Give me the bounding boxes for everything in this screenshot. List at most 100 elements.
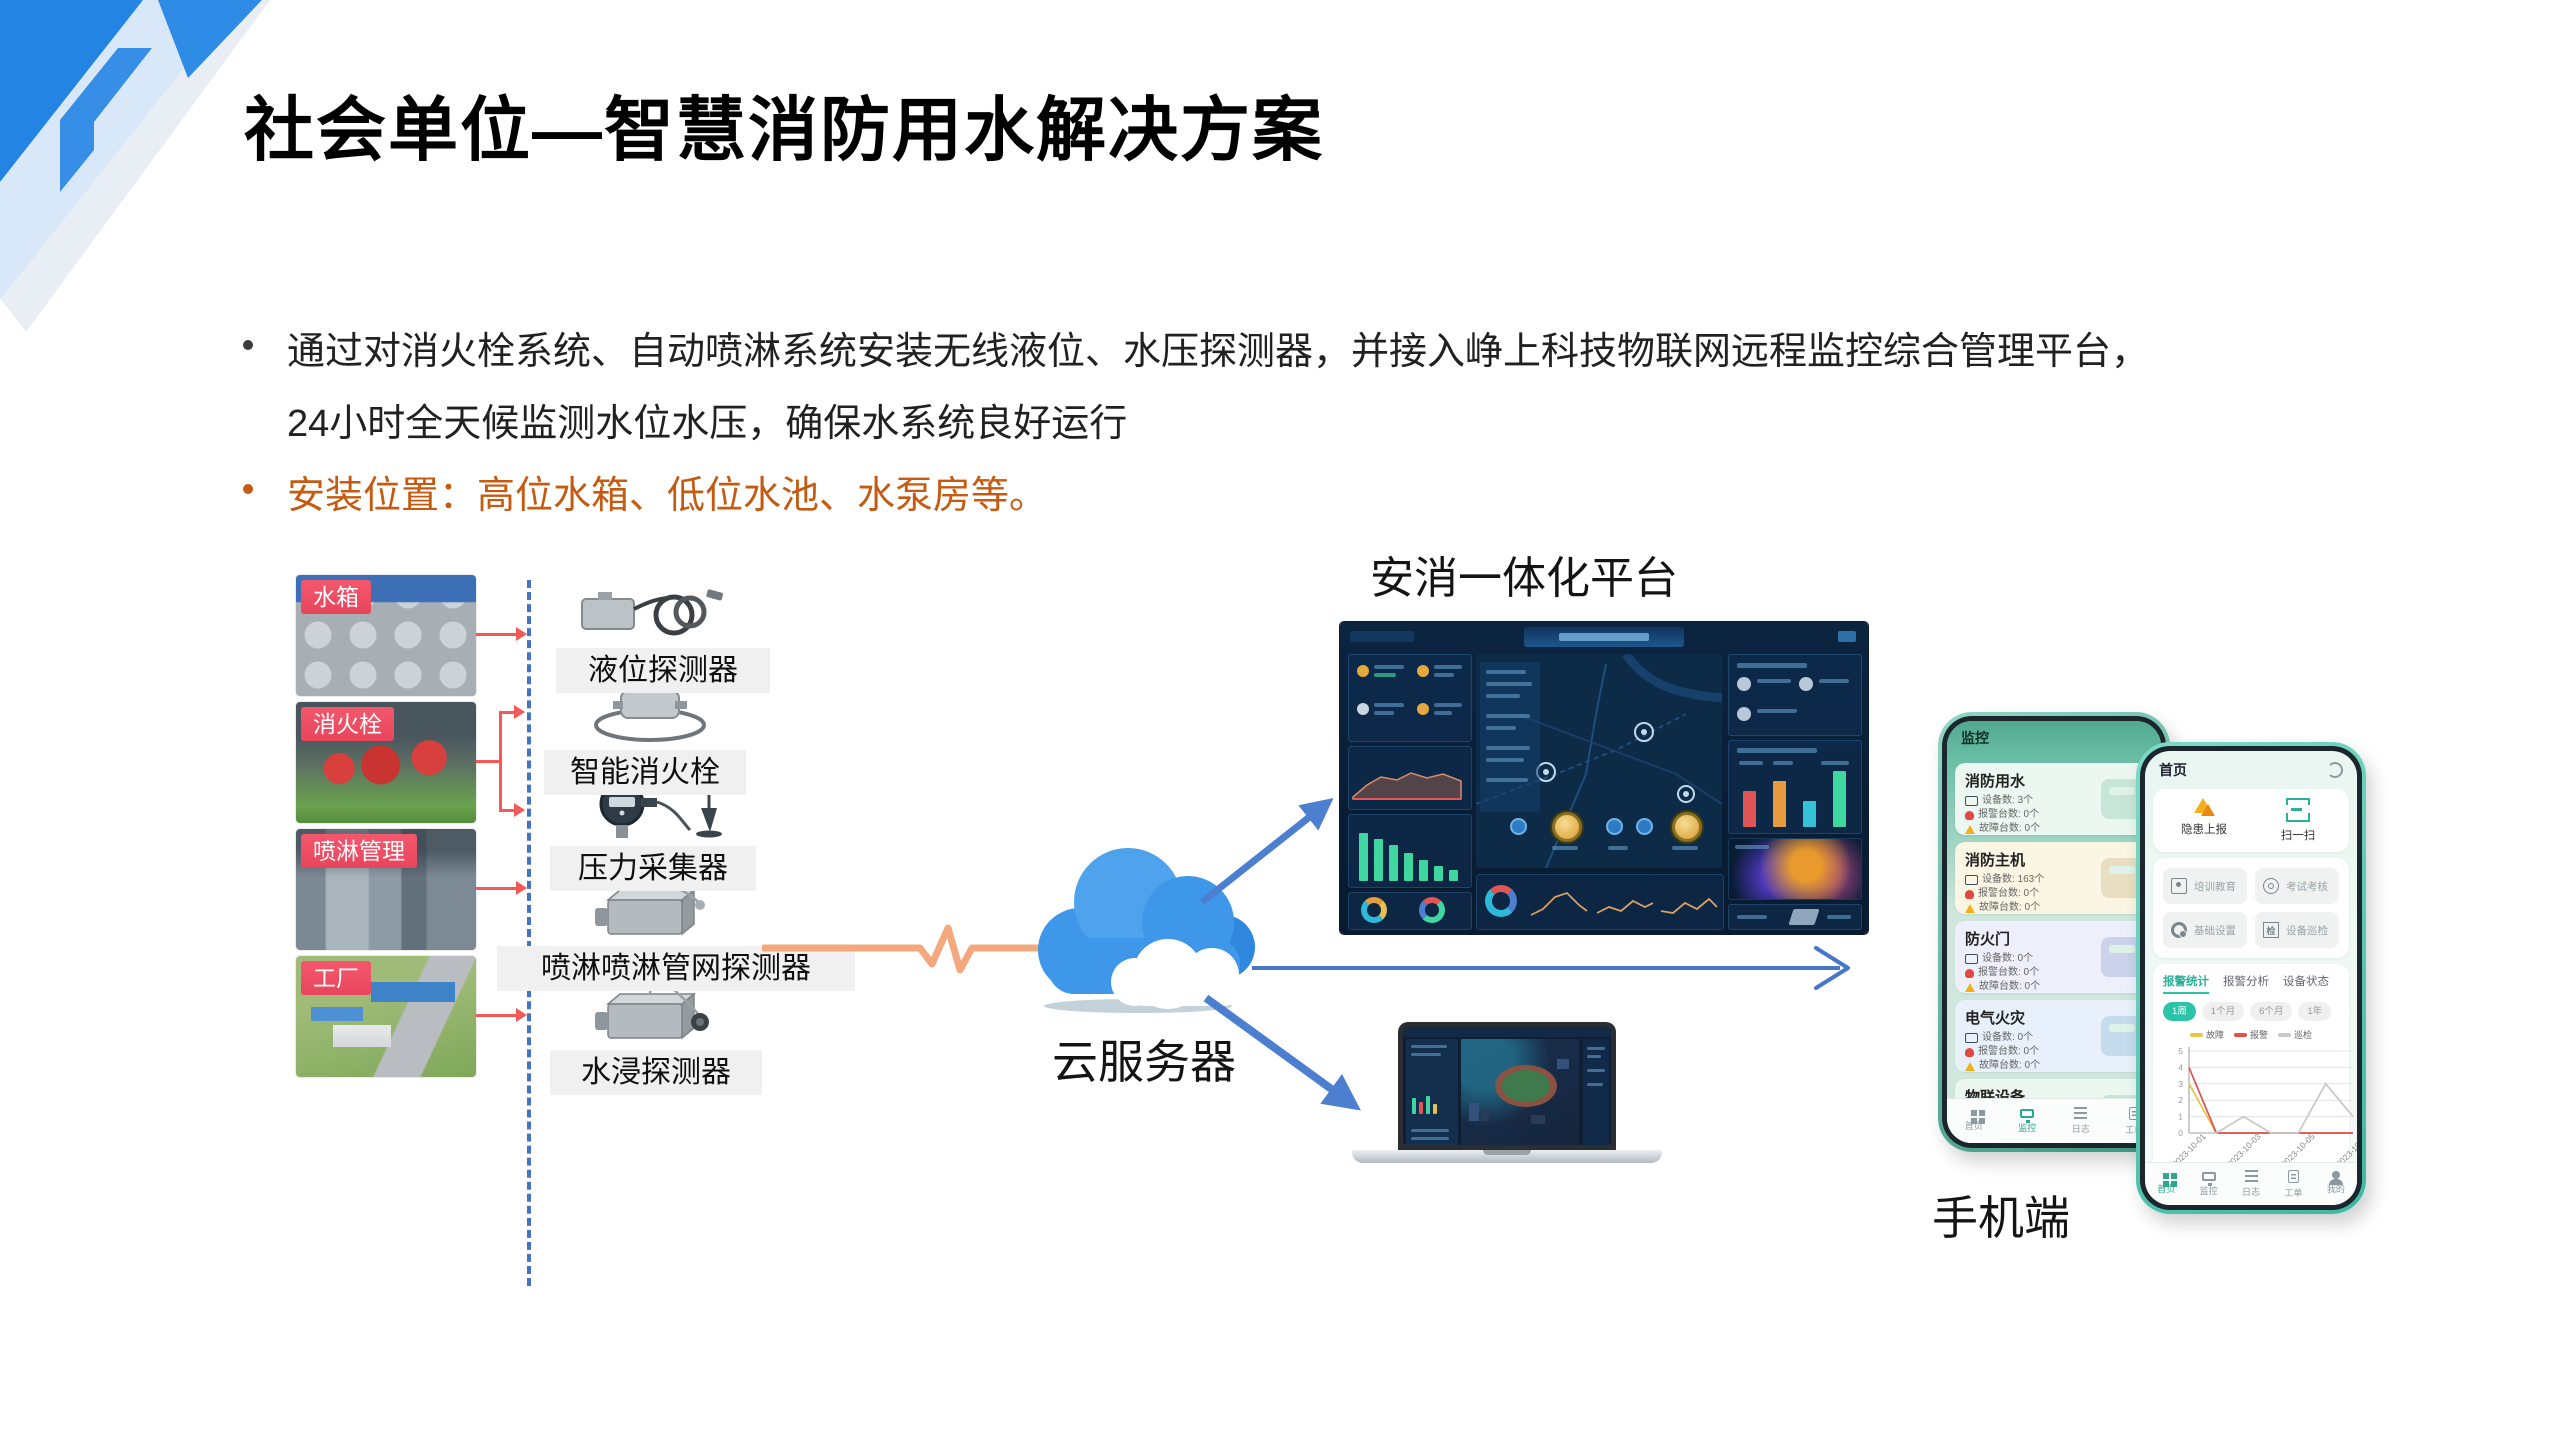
connector-arrowhead xyxy=(514,803,525,817)
card-stat: 故障台数: 0个 xyxy=(1979,902,2041,913)
pill-6-month[interactable]: 6个月 xyxy=(2250,1002,2293,1021)
device-count-icon xyxy=(1965,954,1978,964)
card-stat: 故障台数: 0个 xyxy=(1979,1060,2041,1071)
bullet-2: 安装位置：高位水箱、低位水池、水泵房等。 xyxy=(287,475,1048,517)
card-stat: 设备数: 0个 xyxy=(1982,953,2034,964)
home-grid-icon xyxy=(1970,1110,1977,1116)
hazard-icon xyxy=(2192,798,2216,816)
fault-warning-icon xyxy=(1965,982,1975,992)
map-marker xyxy=(1606,818,1623,835)
person-icon xyxy=(2328,1170,2343,1185)
phone-monitoring-screen: 监控 消防用水 设备数: 3个 报警台数: 0个 故障台数: 0个 消防主机 设… xyxy=(1938,712,2170,1152)
connector-line xyxy=(476,760,500,763)
fault-warning-icon xyxy=(1965,903,1975,913)
legend-chip xyxy=(2233,1032,2247,1037)
fingerprint-icon xyxy=(2263,878,2279,894)
pill-1-month[interactable]: 1个月 xyxy=(2201,1002,2245,1021)
phone-header: 首页 xyxy=(2145,751,2357,783)
dashboard-heatmap-panel xyxy=(1728,838,1862,900)
legend-chip xyxy=(2189,1032,2203,1037)
action-label: 扫一扫 xyxy=(2280,830,2316,842)
fault-warning-icon xyxy=(1965,824,1975,834)
device-label: 喷淋喷淋管网探测器 xyxy=(497,946,855,991)
card-stat: 设备数: 3个 xyxy=(1982,795,2034,806)
grid-label: 考试考核 xyxy=(2286,880,2328,893)
refresh-icon[interactable] xyxy=(2327,762,2343,778)
connector-line xyxy=(476,633,519,636)
bullet-1-line-2: 24小时全天候监测水位水压，确保水系统良好运行 xyxy=(287,403,1128,445)
device-label: 液位探测器 xyxy=(556,648,770,693)
legend-item: 巡检 xyxy=(2278,1028,2312,1041)
nav-monitoring[interactable]: 监控 xyxy=(2001,1099,2055,1143)
monitor-icon xyxy=(2201,1171,2216,1186)
alarm-icon xyxy=(1965,968,1974,978)
phone-bottom-nav: 首页 监控 日志 工单 我的 xyxy=(2145,1162,2357,1205)
fault-warning-icon xyxy=(1965,1061,1975,1071)
dashboard-stat-cards-panel xyxy=(1348,654,1472,742)
arrow-to-platform xyxy=(1199,798,1334,905)
feature-grid-card: 培训教育 考试考核 基础设置 检设备巡检 xyxy=(2153,858,2349,958)
exam-button[interactable]: 考试考核 xyxy=(2255,868,2339,904)
map-marker xyxy=(1552,812,1582,842)
nav-home[interactable]: 首页 xyxy=(1947,1099,2001,1143)
platform-title-label: 安消一体化平台 xyxy=(1370,554,1678,603)
device-inspection-button[interactable]: 检设备巡检 xyxy=(2255,912,2339,948)
map-marker xyxy=(1672,812,1702,842)
corner-decoration-graphic xyxy=(0,0,270,332)
card-title: 电气火灾 xyxy=(1965,1010,2026,1027)
category-card-fire-water[interactable]: 消防用水 设备数: 3个 报警台数: 0个 故障台数: 0个 xyxy=(1955,763,2153,835)
nav-logs[interactable]: 日志 xyxy=(2230,1163,2272,1205)
page-title: 社会单位—智慧消防用水解决方案 xyxy=(244,91,1324,169)
tab-device-status[interactable]: 设备状态 xyxy=(2283,976,2329,988)
nav-monitoring[interactable]: 监控 xyxy=(2187,1163,2229,1205)
nav-home[interactable]: 首页 xyxy=(2145,1163,2187,1205)
stat-tabs: 报警统计 报警分析 设备状态 xyxy=(2163,973,2339,994)
pill-1-week[interactable]: 1周 xyxy=(2163,1002,2196,1021)
dashboard-area-chart-panel xyxy=(1348,746,1472,810)
nav-label: 首页 xyxy=(1964,1121,1983,1131)
pulse-link-line xyxy=(762,924,1064,974)
alarm-icon xyxy=(1965,1047,1974,1057)
y-axis-tick: 0 xyxy=(2178,1128,2183,1138)
nav-logs[interactable]: 日志 xyxy=(2054,1099,2108,1143)
list-icon xyxy=(2074,1107,2088,1119)
device-label: 压力采集器 xyxy=(550,846,756,891)
card-stat: 故障台数: 0个 xyxy=(1979,823,2041,834)
pill-1-year[interactable]: 1年 xyxy=(2298,1002,2332,1021)
work-order-icon xyxy=(2287,1169,2299,1183)
flow-arrows xyxy=(1199,798,1850,1111)
hazard-report-button[interactable]: 隐患上报 xyxy=(2157,798,2251,843)
photo-factory: 工厂 xyxy=(296,956,476,1077)
nav-label: 监控 xyxy=(2199,1185,2218,1196)
scan-icon xyxy=(2284,798,2312,822)
gear-icon xyxy=(2171,922,2187,938)
dashboard-personnel-panel xyxy=(1728,654,1862,736)
smart-hydrant-sensor-image xyxy=(594,690,706,742)
connector-line xyxy=(476,1014,519,1017)
legend-chip xyxy=(2278,1032,2291,1037)
training-button[interactable]: 培训教育 xyxy=(2163,868,2247,904)
nav-workorder[interactable]: 工单 xyxy=(2272,1163,2314,1205)
scan-button[interactable]: 扫一扫 xyxy=(2251,798,2345,843)
list-icon xyxy=(2244,1170,2258,1182)
tab-alarm-analysis[interactable]: 报警分析 xyxy=(2223,976,2269,988)
phone-header: 监控 xyxy=(1947,721,2161,759)
nav-profile[interactable]: 我的 xyxy=(2315,1163,2357,1205)
water-immersion-detector-image xyxy=(595,983,709,1040)
legend-item: 故障 xyxy=(2189,1028,2224,1041)
grid-label: 培训教育 xyxy=(2194,880,2236,893)
card-title: 消防用水 xyxy=(1965,773,2026,790)
dashboard-bar-chart-panel xyxy=(1348,814,1472,888)
basic-settings-button[interactable]: 基础设置 xyxy=(2163,912,2247,948)
category-card-fire-host[interactable]: 消防主机 设备数: 163个 报警台数: 0个 故障台数: 0个 xyxy=(1955,842,2153,914)
connector-line xyxy=(499,711,518,714)
connector-arrowhead xyxy=(516,627,527,641)
category-card-fire-door[interactable]: 防火门 设备数: 0个 报警台数: 0个 故障台数: 0个 xyxy=(1955,921,2153,993)
device-count-icon xyxy=(1965,875,1978,885)
tab-alarm-statistics[interactable]: 报警统计 xyxy=(2163,973,2209,994)
category-card-electrical-fire[interactable]: 电气火灾 设备数: 0个 报警台数: 0个 故障台数: 0个 xyxy=(1955,1000,2153,1072)
time-range-pills: 1周 1个月 6个月 1年 xyxy=(2163,1002,2339,1021)
connector-line xyxy=(476,887,519,890)
device-label: 水浸探测器 xyxy=(550,1050,762,1095)
nav-label: 首页 xyxy=(2157,1184,2176,1194)
